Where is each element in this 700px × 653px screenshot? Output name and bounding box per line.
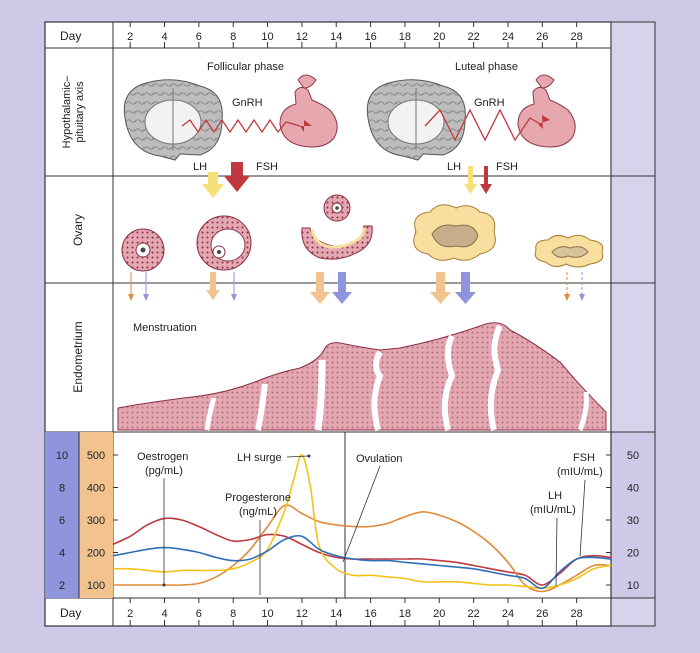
day-tick-label: 14 bbox=[330, 608, 342, 620]
day-tick-label: 28 bbox=[571, 608, 583, 620]
ovulating-follicle bbox=[301, 194, 373, 260]
day-tick-label: 4 bbox=[161, 31, 167, 43]
day-tick-label: 8 bbox=[230, 608, 236, 620]
annotation-lh-unit: (mIU/mL) bbox=[530, 504, 576, 516]
gnrh-label-2: GnRH bbox=[474, 97, 505, 109]
row-label-hypothalamic: Hypothalamic–pituitary axis bbox=[61, 75, 86, 149]
corpus-albicans bbox=[534, 234, 604, 268]
annotation-ovulation: Ovulation bbox=[356, 453, 402, 465]
gnrh-signal-1 bbox=[181, 118, 301, 134]
day-tick-label: 2 bbox=[127, 31, 133, 43]
series-line-oestrogen bbox=[112, 517, 612, 586]
annotation-oestrogen-unit: (pg/mL) bbox=[145, 465, 183, 477]
tick-label-pg: 200 bbox=[87, 548, 105, 560]
day-tick-label: 28 bbox=[571, 31, 583, 43]
day-tick-label: 26 bbox=[536, 608, 548, 620]
right-gutter bbox=[610, 21, 656, 433]
day-tick-label: 20 bbox=[433, 608, 445, 620]
tick-label-pg: 500 bbox=[87, 450, 105, 462]
day-tick-label: 6 bbox=[196, 31, 202, 43]
day-tick-label: 8 bbox=[230, 31, 236, 43]
tick-label-pg: 100 bbox=[87, 580, 105, 592]
lh-arrow-icon bbox=[464, 166, 477, 194]
annotation-fsh-unit: (mIU/mL) bbox=[557, 466, 603, 478]
fsh-arrow-icon bbox=[480, 166, 492, 194]
hormone-label-fsh-2: FSH bbox=[496, 161, 518, 173]
tick-label-ng: 4 bbox=[59, 548, 65, 560]
annotation-progesterone: Progesterone bbox=[225, 492, 291, 504]
day-tick-label: 20 bbox=[433, 31, 445, 43]
brain-icon bbox=[123, 79, 223, 161]
ovary-output-arrows bbox=[128, 272, 585, 304]
tick-label-right: 10 bbox=[627, 580, 639, 592]
pituitary-icon bbox=[279, 74, 338, 148]
left-scale: 10 8 6 4 2 500 400 300 200 100 bbox=[56, 450, 118, 592]
day-tick-label: 24 bbox=[502, 608, 514, 620]
phase-label-follicular: Follicular phase bbox=[207, 61, 284, 73]
hormone-label-lh-2: LH bbox=[447, 161, 461, 173]
day-tick-label: 22 bbox=[467, 31, 479, 43]
row-label-endometrium: Endometrium bbox=[71, 321, 85, 392]
day-tick-label: 6 bbox=[196, 608, 202, 620]
tick-label-ng: 6 bbox=[59, 515, 65, 527]
day-tick-label: 24 bbox=[502, 31, 514, 43]
tick-label-right: 20 bbox=[627, 548, 639, 560]
hormone-label-lh-1: LH bbox=[193, 161, 207, 173]
annotation-lh: LH bbox=[548, 490, 562, 502]
day-tick-label: 12 bbox=[296, 608, 308, 620]
day-tick-label: 26 bbox=[536, 31, 548, 43]
right-gutter-bottom bbox=[610, 597, 656, 627]
gnrh-signal-2 bbox=[424, 108, 541, 142]
tick-label-right: 50 bbox=[627, 450, 639, 462]
row-label-ovary: Ovary bbox=[71, 214, 85, 246]
gnrh-label-1: GnRH bbox=[232, 97, 263, 109]
day-header-label: Day bbox=[60, 29, 81, 43]
tick-label-right: 30 bbox=[627, 515, 639, 527]
day-tick-label: 18 bbox=[399, 31, 411, 43]
day-tick-label: 22 bbox=[467, 608, 479, 620]
tick-label-right: 40 bbox=[627, 483, 639, 495]
day-tick-label: 10 bbox=[261, 31, 273, 43]
pituitary-icon bbox=[517, 74, 576, 148]
lh-arrow-icon bbox=[202, 172, 224, 198]
series-line-lh bbox=[112, 454, 612, 590]
day-footer-label: Day bbox=[60, 606, 81, 620]
day-tick-label: 16 bbox=[364, 31, 376, 43]
tick-label-pg: 400 bbox=[87, 483, 105, 495]
hormone-chart bbox=[112, 454, 612, 593]
tick-label-ng: 2 bbox=[59, 580, 65, 592]
tick-label-pg: 300 bbox=[87, 515, 105, 527]
menstruation-label: Menstruation bbox=[133, 322, 197, 334]
day-tick-label: 14 bbox=[330, 31, 342, 43]
day-tick-label: 18 bbox=[399, 608, 411, 620]
day-tick-label: 12 bbox=[296, 31, 308, 43]
series-line-fsh bbox=[112, 534, 612, 590]
left-scale-ng-band bbox=[45, 432, 79, 598]
right-scale: 50 40 30 20 10 bbox=[606, 450, 639, 592]
day-tick-label: 4 bbox=[161, 608, 167, 620]
phase-label-luteal: Luteal phase bbox=[455, 61, 518, 73]
annotation-lh-surge: LH surge bbox=[237, 452, 282, 464]
follicle-secondary bbox=[196, 215, 252, 271]
fsh-arrow-icon bbox=[224, 162, 250, 192]
annotation-fsh: FSH bbox=[573, 452, 595, 464]
brain-icon bbox=[366, 79, 466, 161]
day-tick-label: 16 bbox=[364, 608, 376, 620]
tick-label-ng: 10 bbox=[56, 450, 68, 462]
day-tick-label: 2 bbox=[127, 608, 133, 620]
corpus-luteum bbox=[413, 204, 496, 261]
hormone-label-fsh-1: FSH bbox=[256, 161, 278, 173]
annotation-progesterone-unit: (ng/mL) bbox=[239, 506, 277, 518]
tick-label-ng: 8 bbox=[59, 483, 65, 495]
day-tick-label: 10 bbox=[261, 608, 273, 620]
annotation-oestrogen: Oestrogen bbox=[137, 451, 188, 463]
left-scale-pg-band bbox=[79, 432, 113, 598]
follicle-primary bbox=[121, 228, 165, 272]
endometrium-lining bbox=[117, 322, 607, 431]
